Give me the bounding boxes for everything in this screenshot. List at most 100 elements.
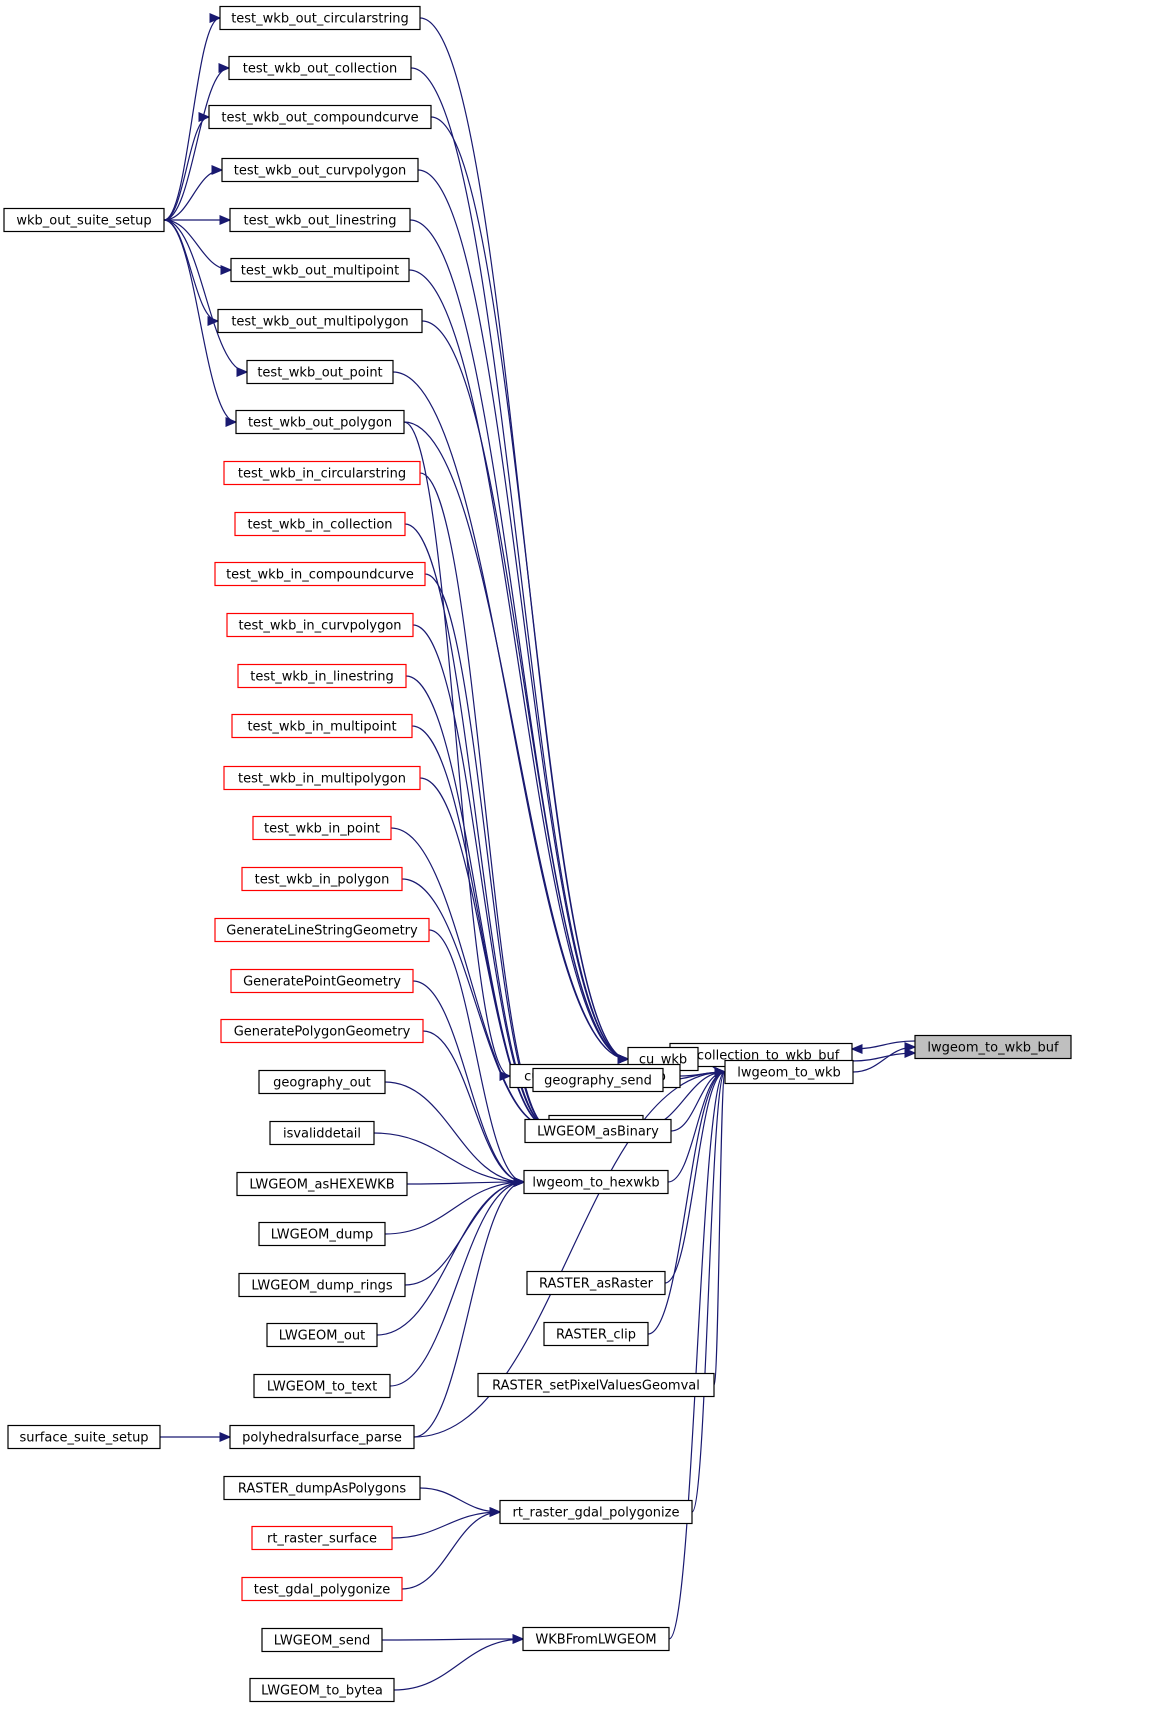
node-in_coll[interactable]: test_wkb_in_collection: [234, 511, 406, 537]
edge-arrowhead: [850, 1044, 863, 1054]
edge-arrowhead: [714, 1067, 727, 1077]
node-geography_out[interactable]: geography_out: [258, 1069, 386, 1095]
node-lw_to_text[interactable]: LWGEOM_to_text: [253, 1373, 391, 1399]
node-in_mpoly[interactable]: test_wkb_in_multipolygon: [223, 765, 421, 791]
node-gen_line[interactable]: GenerateLineStringGeometry: [214, 917, 430, 943]
node-box: [236, 1171, 408, 1197]
node-in_pt[interactable]: test_wkb_in_point: [252, 815, 392, 841]
edge-arrowhead: [513, 1177, 526, 1187]
node-gen_poly[interactable]: GeneratePolygonGeometry: [220, 1018, 424, 1044]
node-out_coll[interactable]: test_wkb_out_collection: [228, 55, 412, 81]
node-label: lwgeom_to_wkb: [737, 1066, 841, 1081]
edge-wkb_out_suite-to-out_mpt: [163, 219, 233, 275]
edge-lw_to_bytea-to-wkbfromlw: [393, 1634, 525, 1691]
node-in_comp[interactable]: test_wkb_in_compoundcurve: [214, 561, 426, 587]
node-box: [524, 1118, 672, 1144]
node-box: [231, 713, 413, 739]
edge-wkb_out_suite-to-out_pt: [163, 219, 249, 377]
node-out_comp[interactable]: test_wkb_out_compoundcurve: [208, 104, 432, 130]
node-box: [220, 1018, 424, 1044]
node-box: [261, 1627, 383, 1653]
node-gen_pt[interactable]: GeneratePointGeometry: [230, 968, 414, 994]
node-lw_asbinary[interactable]: LWGEOM_asBinary: [524, 1118, 672, 1144]
node-rt_polygonize[interactable]: rt_raster_gdal_polygonize: [499, 1499, 693, 1525]
node-box: [532, 1067, 664, 1093]
node-lw_ashexewkb[interactable]: LWGEOM_asHEXEWKB: [236, 1171, 408, 1197]
node-in_circ[interactable]: test_wkb_in_circularstring: [223, 460, 421, 486]
edge-line: [419, 1487, 501, 1513]
node-to_hexwkb[interactable]: lwgeom_to_hexwkb: [523, 1169, 669, 1195]
edge-wkb_out_suite-to-out_curv: [163, 165, 224, 221]
edge-line: [163, 219, 248, 373]
node-out_pt[interactable]: test_wkb_out_point: [246, 359, 394, 385]
edge-wkb_out_suite-to-out_coll: [163, 63, 231, 221]
edge-arrowhead: [209, 13, 222, 23]
node-out_line[interactable]: test_wkb_out_linestring: [229, 207, 411, 233]
node-to_wkb[interactable]: lwgeom_to_wkb: [724, 1059, 854, 1085]
node-raster_clip[interactable]: RASTER_clip: [543, 1321, 649, 1347]
node-raster_setpix[interactable]: RASTER_setPixelValuesGeomval: [477, 1372, 715, 1398]
node-label: lwgeom_to_wkb_buf: [927, 1041, 1059, 1056]
node-root[interactable]: lwgeom_to_wkb_buf: [914, 1034, 1072, 1060]
node-lw_dump_rings[interactable]: LWGEOM_dump_rings: [238, 1272, 406, 1298]
node-isvaliddetail[interactable]: isvaliddetail: [269, 1120, 375, 1146]
node-box: [217, 308, 423, 334]
node-lw_to_bytea[interactable]: LWGEOM_to_bytea: [249, 1677, 395, 1703]
edge-test_gdal_poly-to-rt_polygonize: [401, 1507, 502, 1590]
edge-line: [401, 878, 550, 1128]
edge-line: [424, 573, 550, 1128]
node-box: [223, 460, 421, 486]
node-wkb_out_suite[interactable]: wkb_out_suite_setup: [3, 207, 165, 233]
node-box: [241, 866, 403, 892]
node-in_curv[interactable]: test_wkb_in_curvpolygon: [226, 612, 414, 638]
node-lw_out[interactable]: LWGEOM_out: [266, 1322, 378, 1348]
node-polysurf[interactable]: polyhedralsurface_parse: [229, 1424, 415, 1450]
node-in_mpt[interactable]: test_wkb_in_multipoint: [231, 713, 413, 739]
node-out_curv[interactable]: test_wkb_out_curvpolygon: [221, 157, 419, 183]
node-label: test_wkb_in_circularstring: [238, 467, 406, 482]
edge-line: [421, 320, 629, 1060]
node-raster_dumpaspoly[interactable]: RASTER_dumpAsPolygons: [223, 1475, 421, 1501]
node-in_line[interactable]: test_wkb_in_linestring: [237, 663, 407, 689]
edge-line: [430, 116, 629, 1060]
node-label: test_wkb_out_multipoint: [241, 264, 400, 279]
node-label: RASTER_asRaster: [539, 1277, 654, 1292]
node-box: [258, 1069, 386, 1095]
edge-line: [647, 1071, 726, 1335]
node-label: RASTER_setPixelValuesGeomval: [492, 1379, 700, 1394]
node-lw_send[interactable]: LWGEOM_send: [261, 1627, 383, 1653]
node-label: test_wkb_out_collection: [243, 62, 398, 77]
edge-line: [419, 777, 550, 1128]
node-label: test_wkb_in_collection: [247, 518, 392, 533]
edge-out_comp-to-cu_wkb: [430, 116, 630, 1064]
node-box: [241, 1576, 403, 1602]
node-lw_dump[interactable]: LWGEOM_dump: [258, 1221, 386, 1247]
node-wkbfromlw[interactable]: WKBFromLWGEOM: [522, 1626, 670, 1652]
node-box: [523, 1169, 669, 1195]
edge-polysurf-to-to_hexwkb: [413, 1177, 526, 1438]
node-surface_suite[interactable]: surface_suite_setup: [7, 1424, 161, 1450]
edge-line: [163, 17, 221, 221]
node-label: lwcollection_to_wkb_buf: [683, 1049, 840, 1064]
node-rt_raster_surface[interactable]: rt_raster_surface: [251, 1525, 393, 1551]
node-test_gdal_poly[interactable]: test_gdal_polygonize: [241, 1576, 403, 1602]
node-out_mpt[interactable]: test_wkb_out_multipoint: [230, 257, 410, 283]
edge-arrowhead: [617, 1054, 630, 1064]
node-out_mpoly[interactable]: test_wkb_out_multipolygon: [217, 308, 423, 334]
node-label: rt_raster_surface: [267, 1532, 377, 1547]
node-label: test_wkb_in_curvpolygon: [238, 619, 401, 634]
edge-to_wkb-to-root: [852, 1042, 917, 1073]
node-geography_send[interactable]: geography_send: [532, 1067, 664, 1093]
node-label: LWGEOM_to_bytea: [261, 1684, 383, 1699]
edge-wkbfromlw-to-to_wkb: [668, 1067, 727, 1640]
node-out_circ[interactable]: test_wkb_out_circularstring: [219, 5, 421, 31]
node-label: geography_out: [273, 1076, 371, 1091]
edge-arrowhead: [219, 215, 232, 225]
node-raster_asraster[interactable]: RASTER_asRaster: [526, 1270, 666, 1296]
node-box: [234, 511, 406, 537]
node-out_poly[interactable]: test_wkb_out_polygon: [235, 409, 405, 435]
edge-line: [381, 1638, 524, 1641]
node-in_poly[interactable]: test_wkb_in_polygon: [241, 866, 403, 892]
node-label: test_wkb_out_polygon: [248, 416, 392, 431]
edge-line: [419, 472, 550, 1128]
